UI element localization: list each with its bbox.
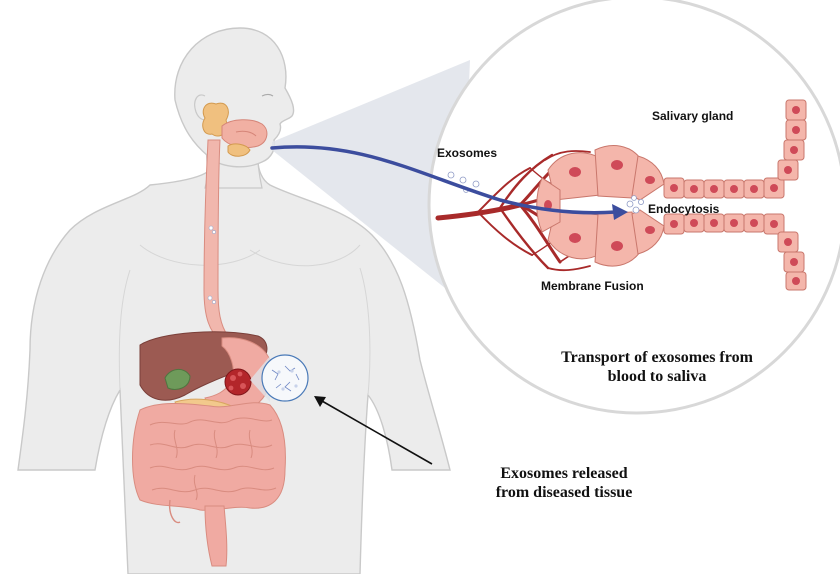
caption-transport: Transport of exosomes from: [561, 349, 753, 366]
label-membrane-fusion: Membrane Fusion: [541, 279, 644, 293]
diseased-tissue-tumor: [225, 369, 251, 395]
label-endocytosis: Endocytosis: [648, 202, 720, 216]
caption-released: Exosomes released: [500, 465, 627, 482]
caption-transport-line2: blood to saliva: [608, 368, 707, 385]
caption-released-line2: from diseased tissue: [496, 484, 633, 501]
label-salivary-gland: Salivary gland: [652, 109, 733, 123]
label-exosomes: Exosomes: [437, 146, 497, 160]
